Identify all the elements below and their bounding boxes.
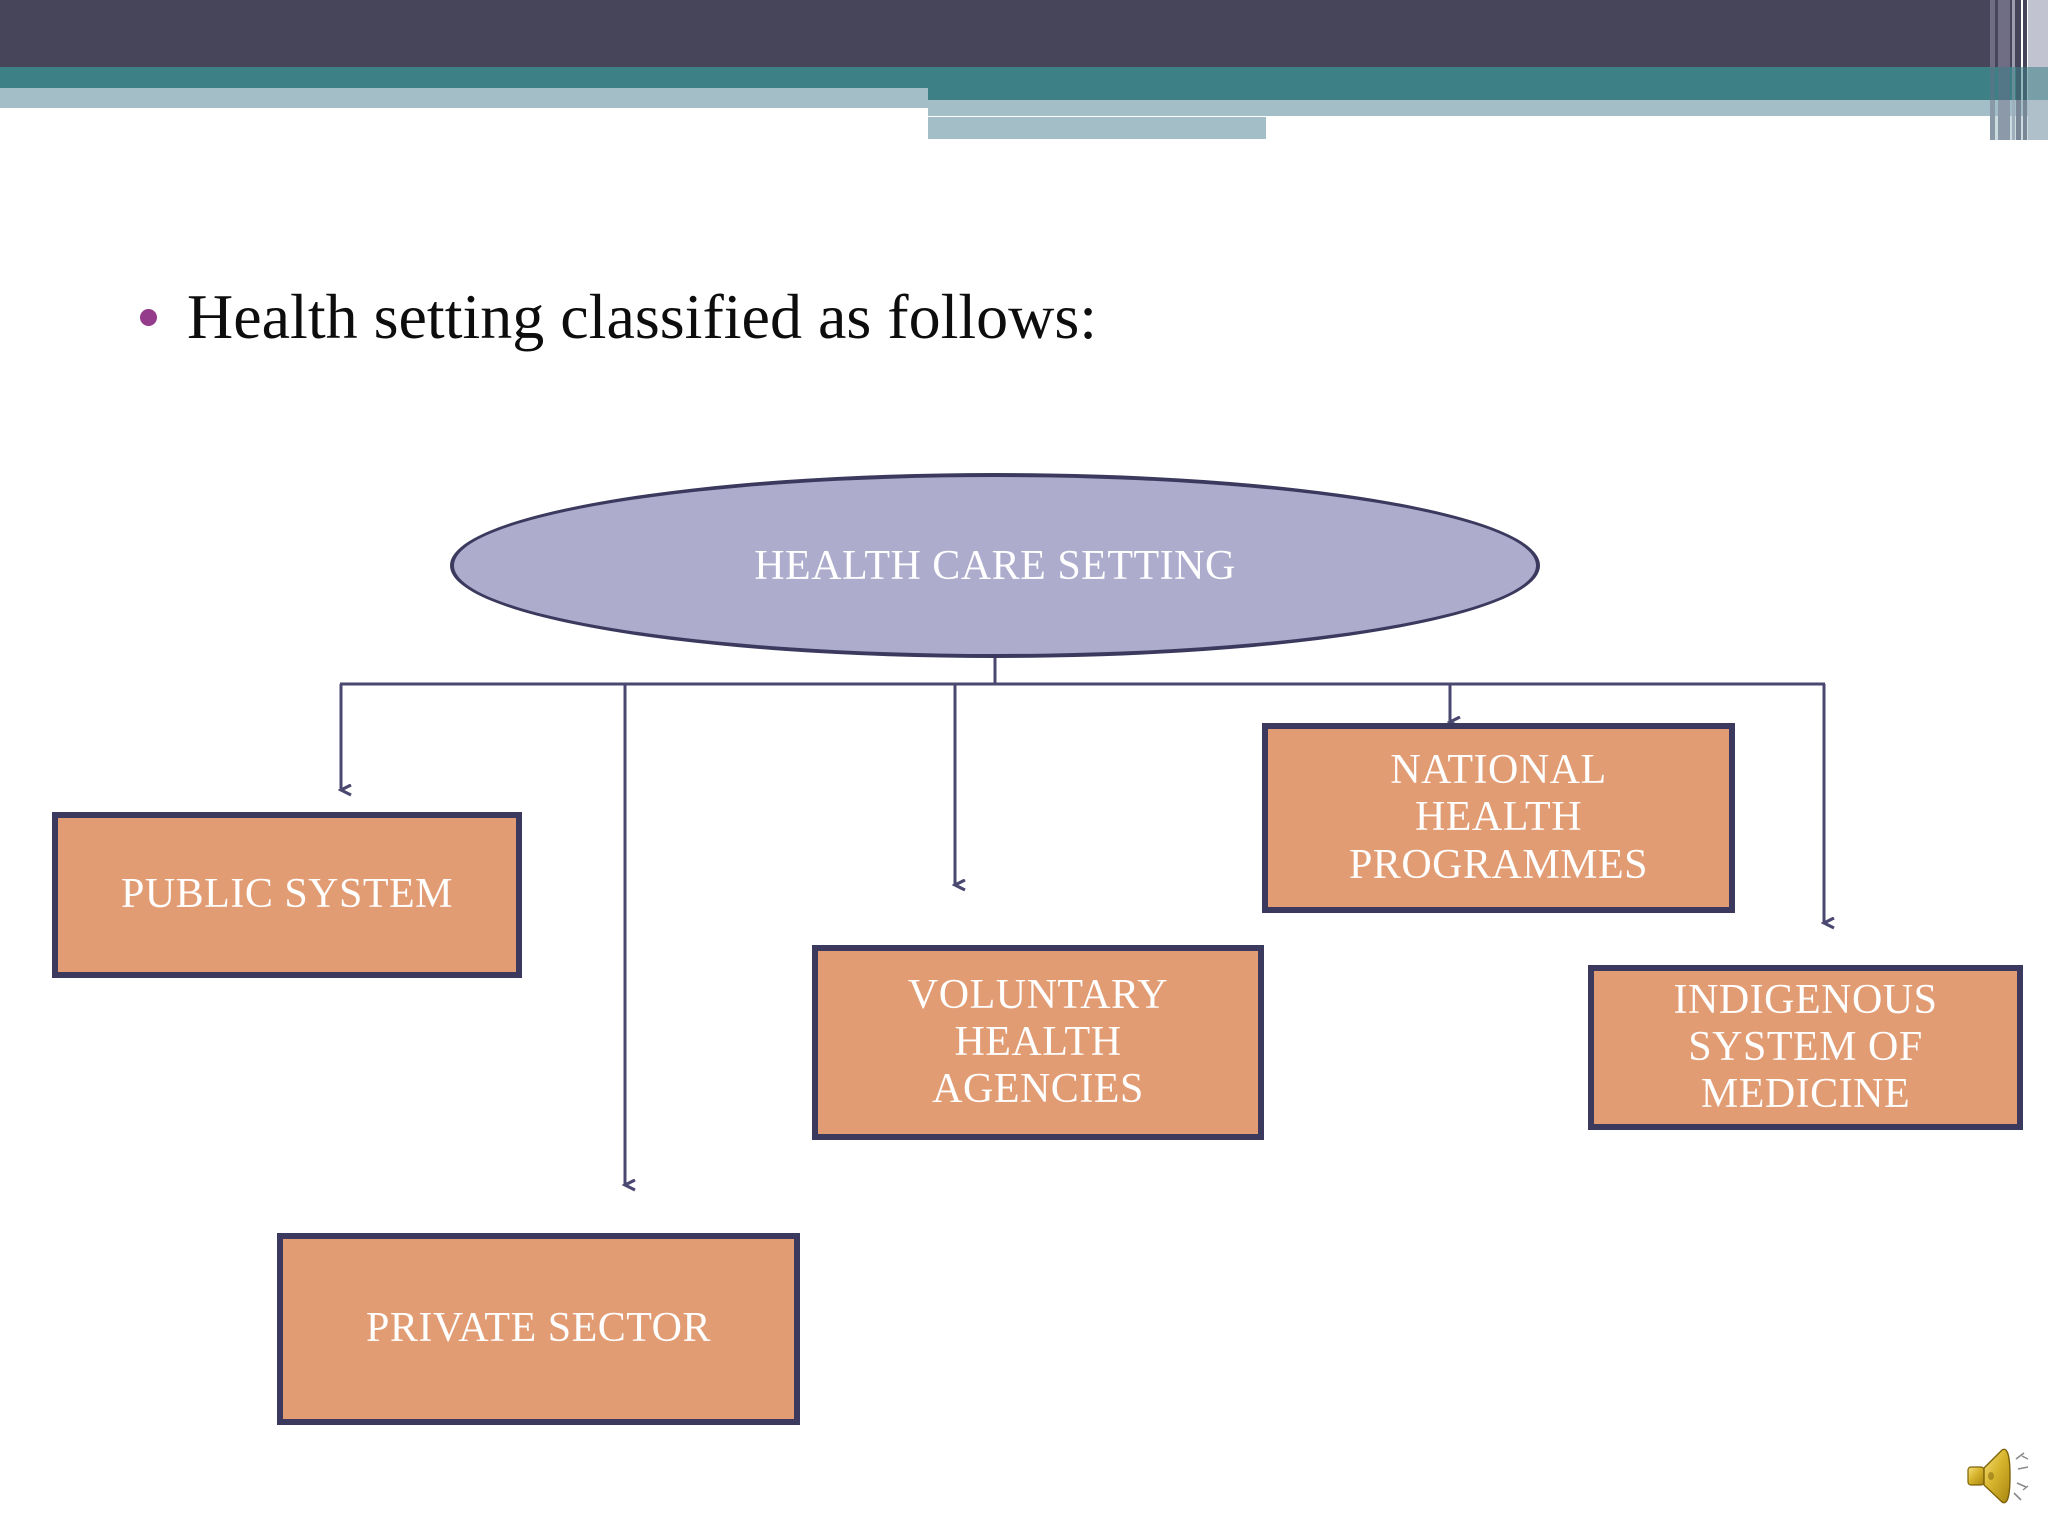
node-label-line-2: HEALTH — [1414, 794, 1583, 841]
node-label-line-1: NATIONAL — [1390, 747, 1607, 794]
node-label-line-1: VOLUNTARY — [907, 971, 1169, 1018]
node-label-line-3: AGENCIES — [932, 1066, 1144, 1113]
diagram-node-private-sector[interactable]: PRIVATE SECTOR — [277, 1233, 800, 1425]
header-band-notch — [1266, 116, 2048, 140]
header-vstripe-teal-overlay — [1990, 67, 2048, 100]
header-band-steel-left — [0, 88, 928, 108]
node-label-line-1: INDIGENOUS — [1673, 976, 1938, 1023]
diagram-node-indigenous-system-of-medicine[interactable]: INDIGENOUS SYSTEM OF MEDICINE — [1588, 965, 2023, 1130]
node-label-line-3: PROGRAMMES — [1348, 841, 1649, 888]
bullet-point-icon — [140, 309, 157, 326]
diagram-node-national-health-programmes[interactable]: NATIONAL HEALTH PROGRAMMES — [1262, 723, 1735, 913]
node-label: PRIVATE SECTOR — [365, 1305, 712, 1352]
node-label-line-2: SYSTEM OF — [1688, 1023, 1923, 1070]
header-vstripe-steel-overlay — [1990, 100, 2048, 140]
node-label: PUBLIC SYSTEM — [120, 871, 454, 918]
header-band-dark — [0, 0, 2021, 67]
diagram-node-voluntary-health-agencies[interactable]: VOLUNTARY HEALTH AGENCIES — [812, 945, 1264, 1140]
page-title: Health setting classified as follows: — [187, 281, 1098, 352]
diagram-node-public-system[interactable]: PUBLIC SYSTEM — [52, 812, 522, 978]
speaker-icon[interactable] — [1958, 1438, 2038, 1516]
diagram-node-health-care-setting[interactable]: HEALTH CARE SETTING — [450, 473, 1540, 658]
node-label-line-2: HEALTH — [954, 1018, 1122, 1065]
slide-title-row: Health setting classified as follows: — [140, 285, 1097, 349]
header-band-steel-right-upper — [928, 100, 2044, 116]
node-label: HEALTH CARE SETTING — [754, 542, 1236, 589]
node-label-line-3: MEDICINE — [1700, 1071, 1911, 1118]
